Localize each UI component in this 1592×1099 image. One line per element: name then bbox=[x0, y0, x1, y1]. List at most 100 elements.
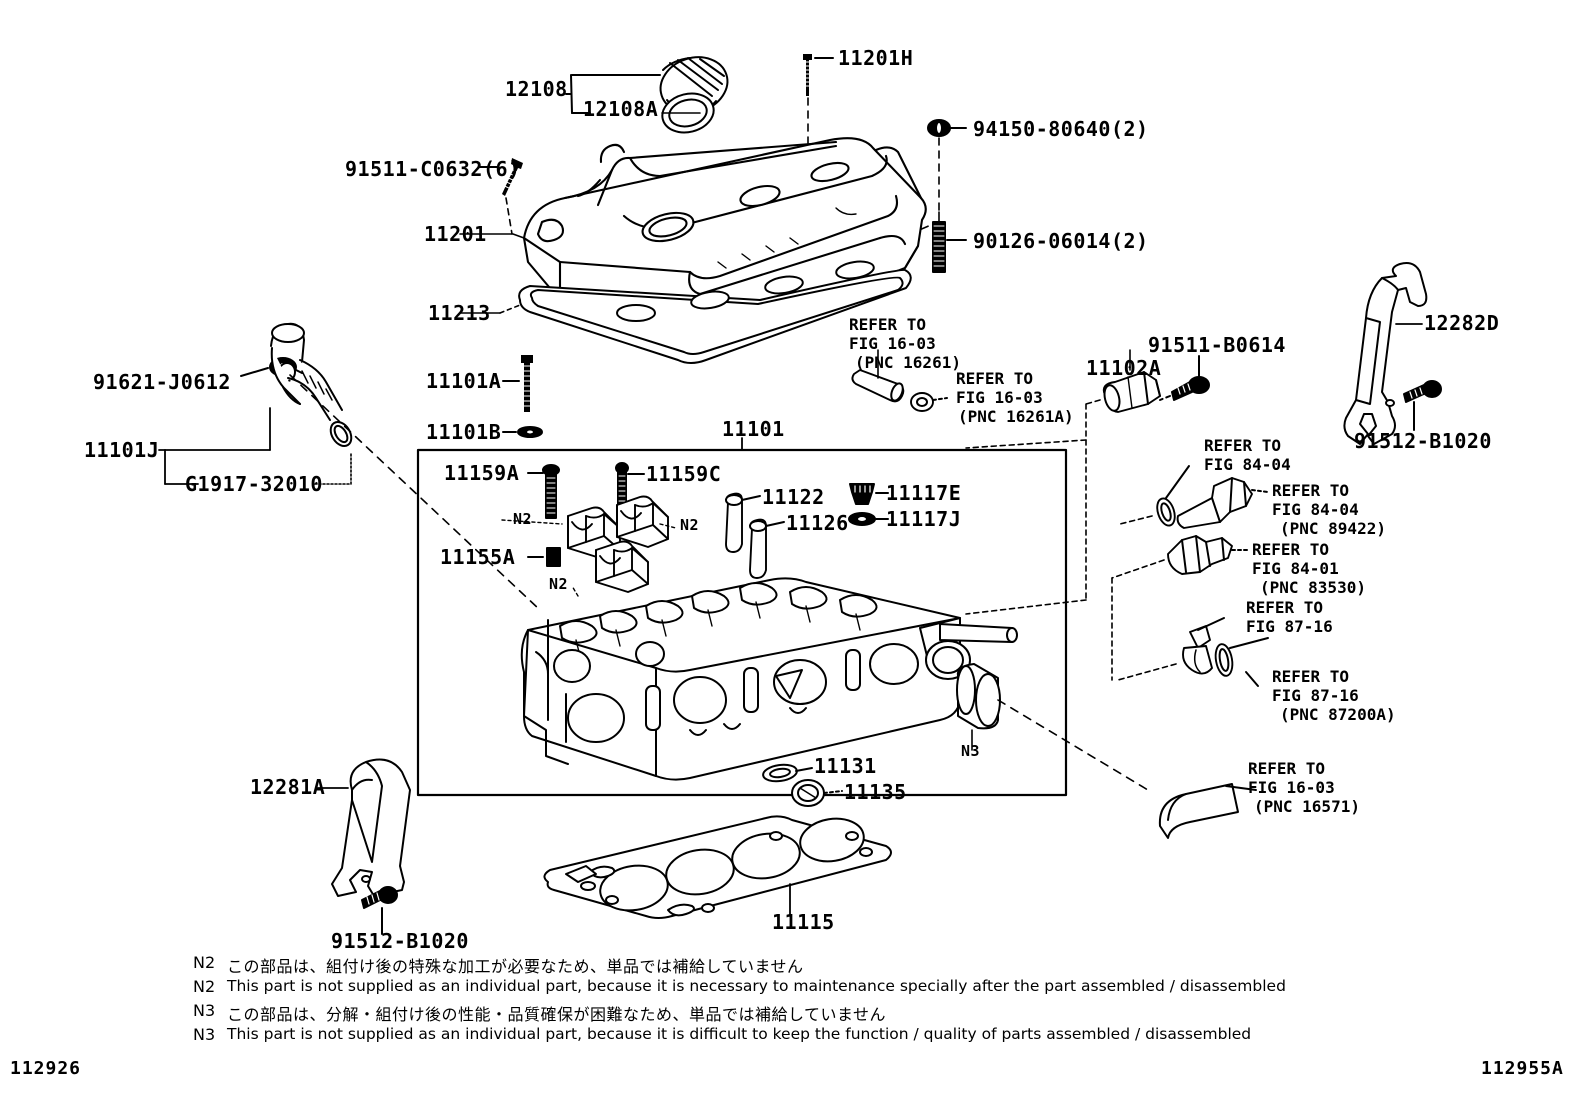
label-12281a: 12281A bbox=[250, 775, 326, 799]
ref-line-3: (PNC 16571) bbox=[1254, 796, 1360, 816]
valve-guide-11122 bbox=[725, 492, 761, 553]
footnote-row: N3 この部品は、分解・組付け後の性能・品質確保が困難なため、単品では補給してい… bbox=[193, 1001, 1453, 1024]
label-11122: 11122 bbox=[762, 485, 825, 509]
label-91621-j0612: 91621-J0612 bbox=[93, 370, 231, 394]
ref-line-2: FIG 16-03 bbox=[956, 387, 1043, 407]
ref-line-1: REFER TO bbox=[1272, 481, 1350, 500]
label-11155a: 11155A bbox=[440, 545, 516, 569]
footnote-tag: N2 bbox=[193, 953, 216, 972]
ref-line-2: FIG 87-16 bbox=[1272, 685, 1359, 705]
bracket-12282d bbox=[1343, 262, 1428, 445]
label-11101a: 11101A bbox=[426, 369, 502, 393]
label-11159a: 11159A bbox=[444, 461, 520, 485]
ref-line-3: (PNC 89422) bbox=[1280, 518, 1386, 538]
footnote-row: N3 This part is not supplied as an indiv… bbox=[193, 1025, 1453, 1047]
label-n2-c: N2 bbox=[549, 575, 569, 593]
ref-line-3: (PNC 87200A) bbox=[1280, 704, 1396, 724]
footnote-text: この部品は、組付け後の特殊な加工が必要なため、単品では補給していません bbox=[227, 957, 804, 976]
diagram-code-left: 112926 bbox=[10, 1058, 82, 1079]
footnote-text: This part is not supplied as an individu… bbox=[227, 1025, 1252, 1043]
bearing-cap-b bbox=[616, 495, 669, 548]
oring-pnc16261a bbox=[910, 392, 948, 412]
label-11159c: 11159C bbox=[646, 462, 722, 486]
reference-fig16-03-pnc16261: REFER TO FIG 16-03 (PNC 16261) bbox=[849, 315, 961, 373]
bearing-cap-c bbox=[595, 540, 649, 593]
ref-line-1: REFER TO bbox=[956, 369, 1034, 388]
footnote-row: N2 この部品は、組付け後の特殊な加工が必要なため、単品では補給していません bbox=[193, 953, 1453, 976]
label-12108a: 12108A bbox=[583, 97, 659, 121]
ref-line-2: FIG 16-03 bbox=[849, 333, 936, 353]
seal-11135 bbox=[791, 779, 843, 807]
reference-fig16-03-pnc16261a: REFER TO FIG 16-03 (PNC 16261A) bbox=[956, 369, 1074, 427]
label-91511-c0632: 91511-C0632(6) bbox=[345, 157, 521, 181]
diagram-code-right: 112955A bbox=[1481, 1058, 1564, 1079]
label-g1917-32010: G1917-32010 bbox=[185, 472, 323, 496]
oil-control-valve-11101j bbox=[240, 322, 353, 448]
washer-11101b bbox=[502, 426, 543, 438]
bolt-91511-b0614 bbox=[1159, 355, 1210, 401]
cylinder-head-body bbox=[520, 577, 1018, 781]
washer-94150 bbox=[927, 119, 967, 137]
label-11201: 11201 bbox=[424, 222, 487, 246]
ref-line-3: (PNC 16261A) bbox=[958, 406, 1074, 426]
sleeve-n3 bbox=[956, 663, 1001, 730]
washer-fig84-04 bbox=[1156, 465, 1190, 527]
label-11135: 11135 bbox=[844, 780, 907, 804]
sensor-pnc89422 bbox=[1176, 477, 1269, 529]
ref-line-2: FIG 84-04 bbox=[1204, 454, 1291, 474]
ref-line-1: REFER TO bbox=[1252, 540, 1330, 559]
label-12108: 12108 bbox=[505, 77, 568, 101]
reference-fig87-16: REFER TO FIG 87-16 bbox=[1246, 598, 1333, 637]
label-n2-b: N2 bbox=[680, 516, 700, 534]
footnote-tag: N2 bbox=[193, 977, 216, 996]
ref-line-2: FIG 87-16 bbox=[1246, 616, 1333, 636]
footnote-text: This part is not supplied as an individu… bbox=[227, 977, 1286, 995]
label-n3-a: N3 bbox=[961, 742, 981, 760]
reference-fig84-01-pnc83530: REFER TO FIG 84-01 (PNC 83530) bbox=[1252, 540, 1366, 598]
ref-line-1: REFER TO bbox=[849, 315, 927, 334]
label-11213: 11213 bbox=[428, 301, 491, 325]
reference-fig84-04: REFER TO FIG 84-04 bbox=[1204, 436, 1291, 475]
label-11101j: 11101J bbox=[84, 438, 160, 462]
label-11117e: 11117E bbox=[886, 481, 962, 505]
valve-guide-11126 bbox=[749, 518, 785, 579]
bolt-91512-b1020-right bbox=[1403, 380, 1442, 431]
stud-90126 bbox=[932, 221, 967, 273]
ref-line-2: FIG 16-03 bbox=[1248, 777, 1335, 797]
bolt-11159c bbox=[615, 462, 645, 517]
reference-fig84-04-pnc89422: REFER TO FIG 84-04 (PNC 89422) bbox=[1272, 481, 1386, 539]
footnote-text: この部品は、分解・組付け後の性能・品質確保が困難なため、単品では補給していません bbox=[227, 1005, 887, 1024]
label-12282d: 12282D bbox=[1424, 311, 1500, 335]
heater-fitting-fig87-16 bbox=[1182, 617, 1269, 687]
plug-11155a bbox=[527, 547, 561, 567]
label-11201h: 11201H bbox=[838, 46, 914, 70]
label-11117j: 11117J bbox=[886, 507, 962, 531]
footnotes: N2 この部品は、組付け後の特殊な加工が必要なため、単品では補給していません N… bbox=[193, 953, 1453, 1049]
label-11126: 11126 bbox=[786, 511, 849, 535]
oil-filler-cap-illustration bbox=[659, 56, 729, 134]
valve-cover-gasket-11213 bbox=[518, 260, 912, 364]
engine-hanger-12281a bbox=[331, 758, 411, 897]
ref-line-3: (PNC 83530) bbox=[1260, 577, 1366, 597]
bolt-11201h bbox=[803, 54, 834, 96]
reference-fig16-03-pnc16571: REFER TO FIG 16-03 (PNC 16571) bbox=[1248, 759, 1360, 817]
label-n2-a: N2 bbox=[513, 510, 533, 528]
label-11101: 11101 bbox=[722, 417, 785, 441]
bolt-11101a bbox=[502, 355, 533, 412]
label-11131: 11131 bbox=[814, 754, 877, 778]
cylinder-head-cover-11201 bbox=[522, 137, 927, 332]
ref-line-1: REFER TO bbox=[1248, 759, 1326, 778]
ref-line-3: (PNC 16261) bbox=[855, 352, 961, 372]
footnote-row: N2 This part is not supplied as an indiv… bbox=[193, 977, 1453, 999]
label-90126-06014: 90126-06014(2) bbox=[973, 229, 1149, 253]
bolt-91512-b1020-left bbox=[361, 886, 398, 935]
ref-line-1: REFER TO bbox=[1272, 667, 1350, 686]
label-11101b: 11101B bbox=[426, 420, 502, 444]
hose-pnc16571 bbox=[1158, 783, 1257, 839]
label-11115: 11115 bbox=[772, 910, 835, 934]
bolt-91511-c0632 bbox=[479, 158, 523, 196]
reference-fig87-16-pnc87200a: REFER TO FIG 87-16 (PNC 87200A) bbox=[1272, 667, 1396, 725]
plug-11117e bbox=[849, 483, 889, 505]
